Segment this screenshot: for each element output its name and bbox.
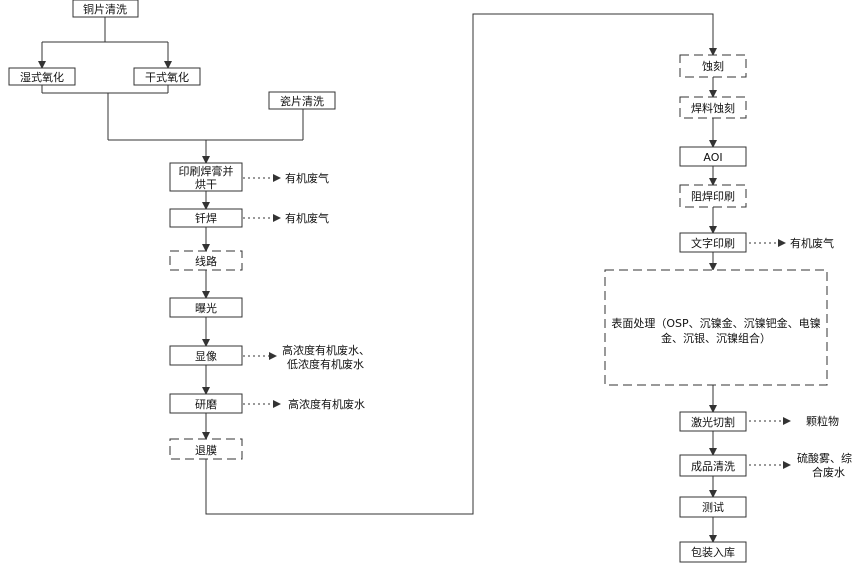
step-brazing: 钎焊 <box>169 208 243 228</box>
step-surface-treatment-label: 表面处理（OSP、沉镍金、沉镍钯金、电镍金、沉银、沉镍组合） <box>611 317 821 345</box>
step-solder-etch: 焊料蚀刻 <box>679 96 747 119</box>
step-solder-etch-label: 焊料蚀刻 <box>691 101 735 115</box>
step-stripping: 退膜 <box>169 438 243 460</box>
step-copper-clean: 铜片清洗 <box>72 0 139 18</box>
connectors <box>38 13 791 543</box>
step-circuit: 线路 <box>169 250 243 271</box>
step-pack-label: 包装入库 <box>691 546 735 559</box>
step-text-print-label: 文字印刷 <box>691 236 735 250</box>
step-ceramic-clean-label: 瓷片清洗 <box>280 94 324 108</box>
step-aoi-label: AOI <box>703 151 722 164</box>
step-grinding-label: 研磨 <box>195 398 217 411</box>
step-stripping-label: 退膜 <box>195 444 217 457</box>
step-circuit-label: 线路 <box>195 254 217 268</box>
emission-develop-water-line2: 低浓度有机废水 <box>287 357 364 371</box>
step-laser-cut: 激光切割 <box>679 411 747 432</box>
emission-particles: 颗粒物 <box>806 414 839 428</box>
step-ceramic-clean: 瓷片清洗 <box>268 91 336 110</box>
step-dry-oxidation: 干式氧化 <box>133 67 201 86</box>
step-final-clean-label: 成品清洗 <box>691 460 735 473</box>
step-test-label: 测试 <box>702 501 724 514</box>
emission-grinding-water: 高浓度有机废水 <box>288 397 365 411</box>
emission-organic-gas-print: 有机废气 <box>285 171 329 185</box>
step-print-paste: 印刷焊膏并 烘干 <box>169 162 243 192</box>
arrow-stripping-to-etching <box>205 13 717 515</box>
emission-organic-gas-text-print: 有机废气 <box>790 236 834 250</box>
step-grinding: 研磨 <box>169 393 243 414</box>
step-etching-label: 蚀刻 <box>702 59 724 73</box>
step-surface-treatment-frame <box>604 269 828 386</box>
step-solder-mask: 阻焊印刷 <box>679 184 747 208</box>
step-exposure-label: 曝光 <box>195 301 217 315</box>
step-develop-label: 显像 <box>195 350 217 363</box>
step-exposure: 曝光 <box>169 297 243 318</box>
step-brazing-label: 钎焊 <box>195 211 217 225</box>
emission-organic-gas-brazing: 有机废气 <box>285 211 329 225</box>
step-copper-clean-label: 铜片清洗 <box>83 2 127 16</box>
step-wet-oxidation: 湿式氧化 <box>8 67 76 86</box>
step-laser-cut-label: 激光切割 <box>691 415 735 429</box>
step-develop: 显像 <box>169 345 243 366</box>
step-test: 测试 <box>679 496 747 518</box>
step-text-print: 文字印刷 <box>679 232 747 253</box>
emission-clean-waste-line1: 硫酸雾、综 <box>797 451 852 465</box>
step-pack: 包装入库 <box>679 541 747 563</box>
emission-develop-water-line1: 高浓度有机废水、 <box>282 343 370 357</box>
step-etching: 蚀刻 <box>679 54 747 78</box>
step-print-paste-label-2: 烘干 <box>195 177 217 191</box>
emission-clean-waste-line2: 合废水 <box>812 465 845 479</box>
step-solder-mask-label: 阻焊印刷 <box>691 189 735 203</box>
step-wet-oxidation-label: 湿式氧化 <box>20 70 64 84</box>
step-dry-oxidation-label: 干式氧化 <box>145 70 189 84</box>
step-print-paste-label-1: 印刷焊膏并 <box>179 164 234 178</box>
step-final-clean: 成品清洗 <box>679 454 747 477</box>
step-aoi: AOI <box>679 146 747 167</box>
